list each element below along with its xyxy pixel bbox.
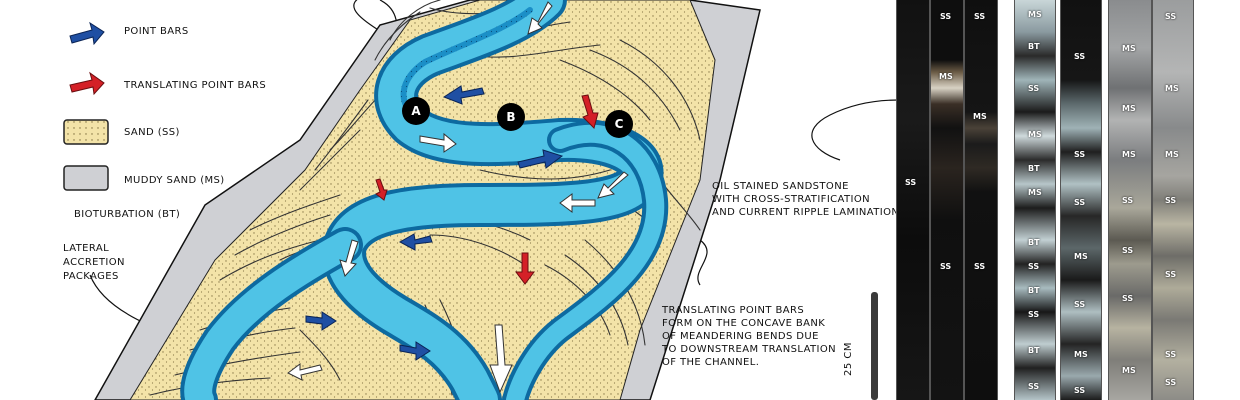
core7-tag-5: SS — [1165, 270, 1177, 279]
label-trans-1: TRANSLATING POINT BARS — [662, 305, 805, 316]
label-trans-4: TO DOWNSTREAM TRANSLATION — [662, 344, 837, 355]
core5-tag-7: SS — [1074, 386, 1086, 395]
scale-label: 25 CM — [843, 341, 854, 376]
core-photo-5: SS SS SS MS SS MS SS — [1060, 0, 1102, 400]
core4-tag-7: BT — [1028, 238, 1040, 247]
legend-sand: SAND (SS) — [124, 127, 180, 138]
core7-tag-3: MS — [1165, 150, 1179, 159]
translating-arrows — [375, 94, 599, 285]
core-photo-6: MS MS MS SS SS SS MS — [1108, 0, 1152, 400]
core6-tag-3: MS — [1122, 150, 1136, 159]
scale-bar — [871, 292, 878, 400]
core7-tag-4: SS — [1165, 196, 1177, 205]
core7-tag-1: SS — [1165, 12, 1177, 21]
legend-muddy-sand: MUDDY SAND (MS) — [124, 175, 225, 186]
core2-tag-3: SS — [940, 262, 952, 271]
core4-tag-2: BT — [1028, 42, 1040, 51]
core5-tag-3: SS — [1074, 198, 1086, 207]
label-trans-3: OF MEANDERING BENDS DUE — [662, 331, 819, 342]
core4-tag-10: SS — [1028, 310, 1040, 319]
core-photo-1: SS — [896, 0, 930, 400]
core5-tag-1: SS — [1074, 52, 1086, 61]
core7-tag-6: SS — [1165, 350, 1177, 359]
flow-arrow-5 — [339, 239, 359, 277]
legend-bioturbation: BIOTURBATION (BT) — [74, 209, 181, 220]
legend-translating-point-bars: TRANSLATING POINT BARS — [124, 80, 267, 91]
core4-tag-9: BT — [1028, 286, 1040, 295]
point-bar-arrow-1 — [442, 85, 485, 105]
core4-tag-11: BT — [1028, 346, 1040, 355]
core4-tag-5: BT — [1028, 164, 1040, 173]
core5-tag-2: SS — [1074, 150, 1086, 159]
core4-tag-12: SS — [1028, 382, 1040, 391]
legend-blue-arrow-icon — [69, 21, 105, 46]
label-trans-2: FORM ON THE CONCAVE BANK — [662, 318, 826, 329]
core4-tag-1: MS — [1028, 10, 1042, 19]
core3-tag-2: MS — [973, 112, 987, 121]
label-trans-5: OF THE CHANNEL. — [662, 357, 760, 368]
core7-tag-2: MS — [1165, 84, 1179, 93]
flow-arrow-2 — [419, 132, 457, 153]
marker-c: C — [605, 110, 633, 138]
core4-tag-6: MS — [1028, 188, 1042, 197]
marker-b: B — [497, 103, 525, 131]
point-bar-arrow-2 — [517, 149, 564, 169]
channel-water — [326, 0, 660, 400]
core2-tag-1: SS — [940, 12, 952, 21]
core2-tag-2: MS — [939, 72, 953, 81]
core6-tag-2: MS — [1122, 104, 1136, 113]
flow-arrows — [287, 1, 629, 394]
core-photo-7: SS MS MS SS SS SS SS — [1152, 0, 1194, 400]
core3-tag-3: SS — [974, 262, 986, 271]
flow-arrow-6 — [489, 324, 513, 394]
core-photo-3: SS MS SS — [964, 0, 998, 400]
label-oil-3: AND CURRENT RIPPLE LAMINATION. — [712, 207, 903, 218]
core1-tag-1: SS — [905, 178, 917, 187]
core6-tag-7: MS — [1122, 366, 1136, 375]
core6-tag-1: MS — [1122, 44, 1136, 53]
point-bar-arrow-3 — [398, 233, 433, 251]
core5-tag-5: SS — [1074, 300, 1086, 309]
point-bar-arrow-5 — [399, 341, 431, 361]
label-lateral-1: LATERAL — [63, 243, 110, 254]
core4-tag-3: SS — [1028, 84, 1040, 93]
marker-a: A — [402, 97, 430, 125]
core6-tag-5: SS — [1122, 246, 1134, 255]
point-bar-arrow-4 — [305, 311, 337, 331]
core4-tag-8: SS — [1028, 262, 1040, 271]
core6-tag-4: SS — [1122, 196, 1134, 205]
translating-arrow-3 — [515, 252, 535, 285]
core5-tag-6: MS — [1074, 350, 1088, 359]
leader-line-oil — [811, 99, 899, 161]
translating-arrow-1 — [581, 94, 599, 129]
legend-muddy-swatch — [63, 165, 109, 191]
core5-tag-4: MS — [1074, 252, 1088, 261]
flow-arrow-7 — [287, 363, 323, 381]
flow-arrow-1 — [527, 1, 553, 35]
point-bar-arrows — [305, 85, 564, 361]
translating-arrow-2 — [375, 178, 388, 201]
core4-tag-4: MS — [1028, 130, 1042, 139]
legend-sand-swatch — [63, 119, 109, 145]
legend-red-arrow-icon — [69, 71, 105, 96]
label-oil-2: WITH CROSS-STRATIFICATION — [712, 194, 871, 205]
core6-tag-6: SS — [1122, 294, 1134, 303]
legend-point-bars: POINT BARS — [124, 26, 189, 37]
core7-tag-7: SS — [1165, 378, 1177, 387]
label-oil-1: OIL STAINED SANDSTONE — [712, 181, 849, 192]
core-photo-2: SS MS SS — [930, 0, 964, 400]
flow-arrow-4 — [559, 193, 596, 213]
label-lateral-3: PACKAGES — [63, 271, 119, 282]
flow-arrow-3 — [597, 171, 629, 199]
core3-tag-1: SS — [974, 12, 986, 21]
label-lateral-2: ACCRETION — [63, 257, 125, 268]
core-photo-4: MS BT SS MS BT MS BT SS BT SS BT SS — [1014, 0, 1056, 400]
